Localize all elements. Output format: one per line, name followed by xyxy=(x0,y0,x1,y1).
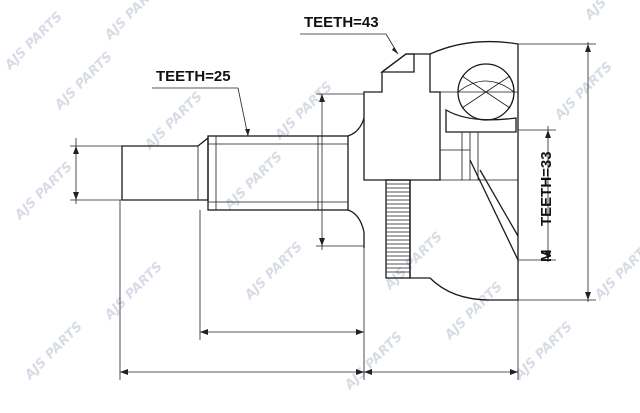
watermark-text: AJS PARTS xyxy=(582,0,640,24)
teeth-inner-label: TEETH=33 xyxy=(538,151,555,226)
watermark-text: AJS PARTS xyxy=(102,0,166,44)
watermark-text: AJS PARTS xyxy=(442,279,506,343)
watermark-text: AJS PARTS xyxy=(142,89,206,153)
shaft-stub xyxy=(121,136,209,201)
watermark-text: AJS PARTS xyxy=(272,79,336,143)
watermark-text: AJS PARTS xyxy=(12,159,76,223)
leader-lines xyxy=(152,33,399,137)
watermark-text: AJS PARTS xyxy=(552,59,616,123)
watermark-text: AJS PARTS xyxy=(512,319,576,383)
watermark-text: AJS PARTS xyxy=(342,329,406,393)
teeth-shaft-label: TEETH=25 xyxy=(156,68,231,85)
splined-shaft xyxy=(207,117,365,248)
watermark-text: AJS PARTS xyxy=(592,239,640,303)
thread-label: M xyxy=(538,250,555,263)
watermark-text: AJS PARTS xyxy=(22,319,86,383)
watermark-text: AJS PARTS xyxy=(52,49,116,113)
dimension-lines xyxy=(70,42,596,380)
cv-bell-housing xyxy=(409,40,519,301)
watermark-text: AJS PARTS xyxy=(2,9,66,73)
watermark-text: AJS PARTS xyxy=(222,149,286,213)
watermark-text: AJS PARTS xyxy=(242,239,306,303)
watermark-text: AJS PARTS xyxy=(102,259,166,323)
housing-flange xyxy=(363,53,441,181)
teeth-outer-label: TEETH=43 xyxy=(304,14,379,31)
